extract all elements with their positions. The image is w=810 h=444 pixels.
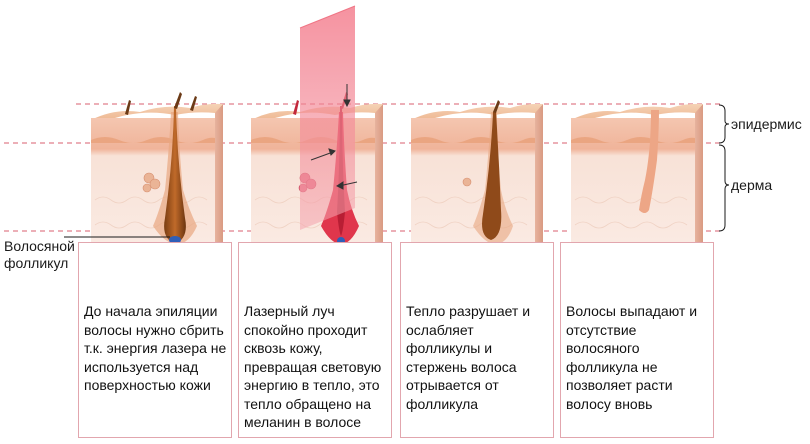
laser-beam-edge bbox=[299, 5, 356, 29]
caption-heat: Тепло разрушает и ослабляет фолликулы и … bbox=[406, 303, 531, 412]
caption-laser: Лазерный луч спокойно проходит сквозь ко… bbox=[244, 303, 382, 430]
caption-box-heat: Тепло разрушает и ослабляет фолликулы и … bbox=[400, 242, 554, 438]
caption-before: До начала эпиляции волосы нужно сбрить т… bbox=[84, 303, 227, 393]
epidermis-bracket bbox=[718, 104, 730, 144]
caption-box-after: Волосы выпадают и отсутствие волосяного … bbox=[560, 242, 714, 438]
caption-after: Волосы выпадают и отсутствие волосяного … bbox=[566, 303, 698, 412]
hair-tip bbox=[174, 92, 182, 109]
sebaceous-gland bbox=[142, 172, 161, 193]
epidermis-label: эпидермис bbox=[731, 116, 802, 132]
laser-beam bbox=[300, 6, 355, 230]
detached-hair bbox=[482, 112, 502, 240]
hair-stub-right bbox=[190, 96, 197, 111]
layer-brackets bbox=[718, 104, 730, 232]
empty-follicle bbox=[639, 110, 659, 213]
skin-top bbox=[91, 103, 223, 121]
hair-stub-left bbox=[125, 100, 131, 115]
dermis-bracket bbox=[718, 144, 730, 232]
caption-box-laser: Лазерный луч спокойно проходит сквозь ко… bbox=[238, 242, 392, 438]
hair-shaft bbox=[164, 106, 186, 244]
dermis-label: дерма bbox=[731, 177, 773, 193]
epidermis-wave bbox=[91, 137, 215, 143]
caption-box-before: До начала эпиляции волосы нужно сбрить т… bbox=[78, 242, 232, 438]
heat-arrows bbox=[310, 84, 358, 190]
follicle-label: Волосяной фолликул bbox=[4, 238, 75, 271]
